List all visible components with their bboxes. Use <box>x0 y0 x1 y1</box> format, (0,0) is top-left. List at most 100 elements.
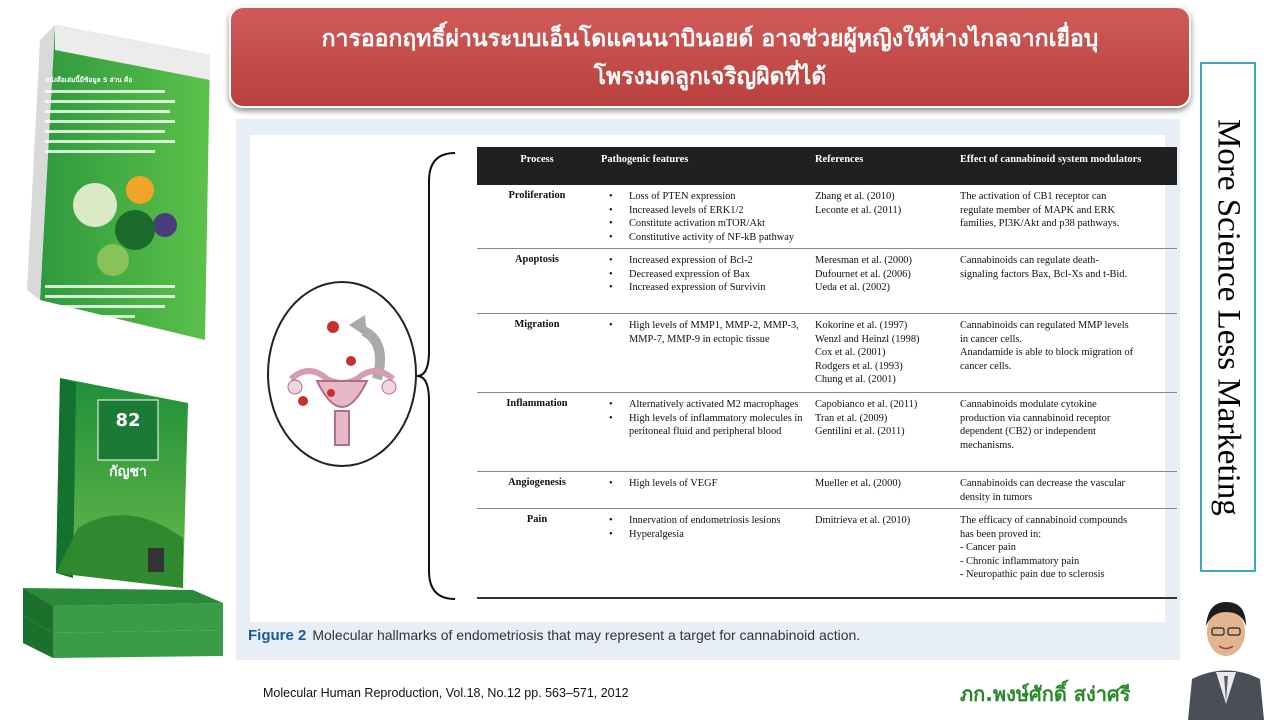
book-cover-image: หนังสือเล่มนี้มีข้อมูล 5 ส่วน คือ <box>27 25 210 340</box>
feature-item: High levels of MMP1, MMP-2, MMP-3, MMP-7… <box>609 319 811 346</box>
features-cell: High levels of VEGF <box>597 477 811 508</box>
features-cell: Alternatively activated M2 macrophages H… <box>597 398 811 471</box>
uterus-icon <box>287 315 397 446</box>
table-row: Apoptosis Increased expression of Bcl-2 … <box>477 249 1177 314</box>
effect-line: Cannabinoids modulate cytokine <box>960 399 1097 410</box>
feature-item: Alternatively activated M2 macrophages <box>609 398 811 412</box>
figure-caption-text: Molecular hallmarks of endometriosis tha… <box>312 627 861 643</box>
effect-line: density in tumors <box>960 491 1033 503</box>
feature-item: Increased levels of ERK1/2 <box>609 204 811 218</box>
feature-item: Hyperalgesia <box>609 528 811 542</box>
references-cell: Zhang et al. (2010) Leconte et al. (2011… <box>811 190 956 248</box>
brace-shape <box>416 152 456 600</box>
feature-item: High levels of VEGF <box>609 477 811 491</box>
effect-line: Anandamide is able to block migration of <box>960 347 1134 359</box>
figure-caption-label: Figure 2 <box>248 627 307 644</box>
effect-line: Cannabinoids can decrease the vascular <box>960 478 1126 489</box>
feature-item: Constitute activation mTOR/Akt <box>609 217 811 231</box>
effect-cell: Cannabinoids can decrease the vascular d… <box>956 477 1169 508</box>
author-name: ภก.พงษ์ศักดิ์ สง่าศรี <box>960 682 1131 706</box>
book2-number: 82 <box>115 410 140 431</box>
slide-title-line2: โพรงมดลูกเจริญผิดที่ได้ <box>593 64 827 90</box>
process-cell: Angiogenesis <box>508 477 566 488</box>
effect-line: - Neuropathic pain due to sclerosis <box>960 569 1105 581</box>
table-row: Pain Innervation of endometriosis lesion… <box>477 509 1177 599</box>
process-cell: Apoptosis <box>515 254 559 265</box>
reference-item: Ueda et al. (2002) <box>815 282 891 294</box>
feature-item: Decreased expression of Bax <box>609 268 811 282</box>
reference-item: Mueller et al. (2000) <box>815 478 901 489</box>
table-row: Proliferation Loss of PTEN expression In… <box>477 185 1177 249</box>
figure-panel: Process Pathogenic features References E… <box>236 119 1180 660</box>
table-row: Migration High levels of MMP1, MMP-2, MM… <box>477 314 1177 393</box>
feature-item: Innervation of endometriosis lesions <box>609 514 811 528</box>
effect-cell: Cannabinoids can regulated MMP levels in… <box>956 319 1169 392</box>
table-row: Angiogenesis High levels of VEGF Mueller… <box>477 472 1177 509</box>
effect-line: families, PI3K/Akt and p38 pathways. <box>960 218 1120 230</box>
feature-item: Constitutive activity of NF-kB pathway <box>609 231 811 245</box>
table-header: Process Pathogenic features References E… <box>477 147 1177 185</box>
header-features: Pathogenic features <box>601 154 689 165</box>
figure-image: Process Pathogenic features References E… <box>250 135 1177 622</box>
reference-item: Leconte et al. (2011) <box>815 204 902 216</box>
effect-line: in cancer cells. <box>960 333 1023 345</box>
effect-line: signaling factors Bax, Bcl-Xs and t-Bid. <box>960 268 1128 280</box>
table-row: Inflammation Alternatively activated M2 … <box>477 393 1177 472</box>
reference-item: Tran et al. (2009) <box>815 412 888 424</box>
header-process: Process <box>520 154 554 165</box>
effect-line: Cannabinoids can regulate death- <box>960 255 1099 266</box>
slide-title-banner: การออกฤทธิ์ผ่านระบบเอ็นโดแคนนาบินอยด์ อา… <box>229 6 1191 108</box>
features-cell: Loss of PTEN expression Increased levels… <box>597 190 811 248</box>
effect-line: has been proved in: <box>960 528 1042 540</box>
effect-line: Cannabinoids can regulated MMP levels <box>960 320 1129 331</box>
references-cell: Meresman et al. (2000) Dufournet et al. … <box>811 254 956 313</box>
reference-item: Wenzl and Heinzl (1998) <box>815 333 920 345</box>
book2-title: กัญชา <box>109 464 147 480</box>
effect-cell: The efficacy of cannabinoid compounds ha… <box>956 514 1169 597</box>
feature-item: Increased expression of Bcl-2 <box>609 254 811 268</box>
reference-item: Zhang et al. (2010) <box>815 191 895 202</box>
reference-item: Meresman et al. (2000) <box>815 255 912 266</box>
effect-line: cancer cells. <box>960 360 1012 372</box>
side-label-box: More Science Less Marketing <box>1200 62 1256 572</box>
reference-item: Chung et al. (2001) <box>815 374 896 386</box>
process-cell: Inflammation <box>506 398 568 409</box>
features-cell: High levels of MMP1, MMP-2, MMP-3, MMP-7… <box>597 319 811 392</box>
references-cell: Capobianco et al. (2011) Tran et al. (20… <box>811 398 956 471</box>
reference-item: Capobianco et al. (2011) <box>815 399 918 410</box>
effect-cell: Cannabinoids modulate cytokine productio… <box>956 398 1169 471</box>
effect-line: regulate member of MAPK and ERK <box>960 204 1115 216</box>
effect-line: The activation of CB1 receptor can <box>960 191 1107 202</box>
effect-line: dependent (CB2) or independent <box>960 426 1096 438</box>
feature-item: Loss of PTEN expression <box>609 190 811 204</box>
effect-line: - Chronic inflammatory pain <box>960 555 1080 567</box>
effect-line: production via cannabinoid receptor <box>960 412 1111 424</box>
hallmarks-table: Process Pathogenic features References E… <box>477 147 1177 599</box>
reference-item: Gentilini et al. (2011) <box>815 426 905 438</box>
process-cell: Migration <box>514 319 560 330</box>
reference-item: Kokorine et al. (1997) <box>815 320 908 331</box>
reference-item: Dmitrieva et al. (2010) <box>815 515 911 526</box>
figure-caption: Figure 2 Molecular hallmarks of endometri… <box>248 627 860 644</box>
reference-item: Cox et al. (2001) <box>815 347 886 359</box>
book-stack-image: 82 กัญชา <box>23 378 223 658</box>
journal-citation: Molecular Human Reproduction, Vol.18, No… <box>263 686 629 700</box>
uterus-illustration <box>267 281 417 467</box>
book1-heading: หนังสือเล่มนี้มีข้อมูล 5 ส่วน คือ <box>45 74 132 85</box>
features-cell: Innervation of endometriosis lesions Hyp… <box>597 514 811 597</box>
process-cell: Proliferation <box>508 190 566 201</box>
effect-line: The efficacy of cannabinoid compounds <box>960 515 1128 526</box>
slide-title-line1: การออกฤทธิ์ผ่านระบบเอ็นโดแคนนาบินอยด์ อา… <box>321 26 1099 52</box>
references-cell: Mueller et al. (2000) <box>811 477 956 508</box>
effect-line: - Cancer pain <box>960 542 1016 554</box>
effect-line: mechanisms. <box>960 439 1014 451</box>
process-cell: Pain <box>526 514 548 525</box>
reference-item: Dufournet et al. (2006) <box>815 268 911 280</box>
feature-item: High levels of inflammatory molecules in… <box>609 412 811 439</box>
side-label-text: More Science Less Marketing <box>1210 118 1247 516</box>
effect-cell: Cannabinoids can regulate death- signali… <box>956 254 1169 313</box>
reference-item: Rodgers et al. (1993) <box>815 360 903 372</box>
effect-cell: The activation of CB1 receptor can regul… <box>956 190 1169 248</box>
header-effect: Effect of cannabinoid system modulators <box>960 154 1142 165</box>
